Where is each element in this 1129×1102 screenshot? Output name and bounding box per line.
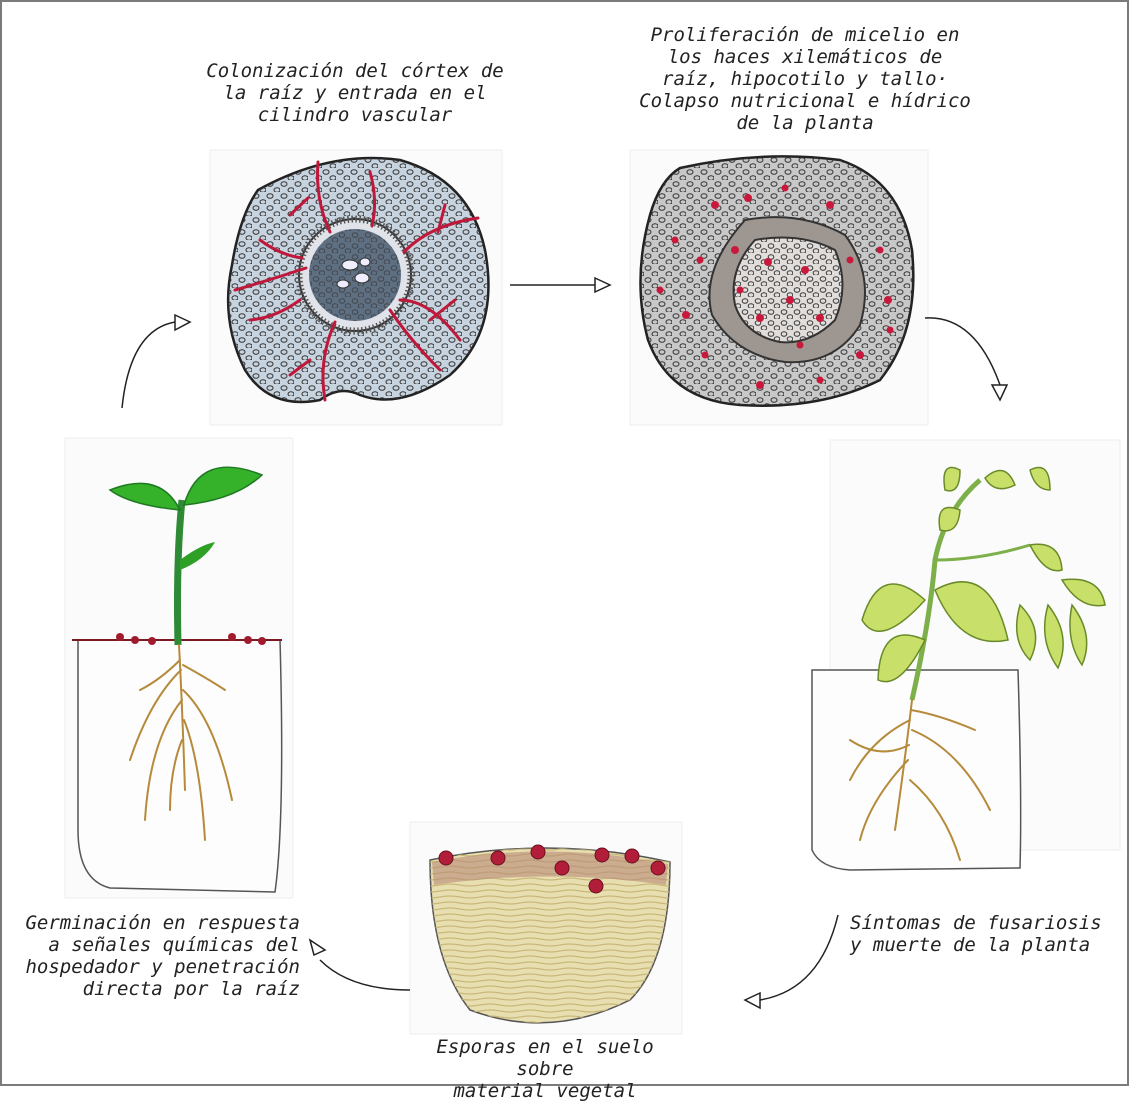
soil-sample [430,845,670,1023]
caption-sintomas: Síntomas de fusariosis y muerte de la pl… [850,912,1110,956]
caption-proliferacion: Proliferación de micelio en los haces xi… [630,24,980,134]
root-cross-section-colonized [228,158,488,402]
caption-colonizacion: Colonización del córtex de la raíz y ent… [195,60,515,126]
caption-germinacion: Germinación en respuesta a señales quími… [8,912,300,1000]
caption-esporas: Esporas en el suelo sobre material veget… [415,1036,675,1102]
root-cross-section-proliferation [640,156,913,405]
